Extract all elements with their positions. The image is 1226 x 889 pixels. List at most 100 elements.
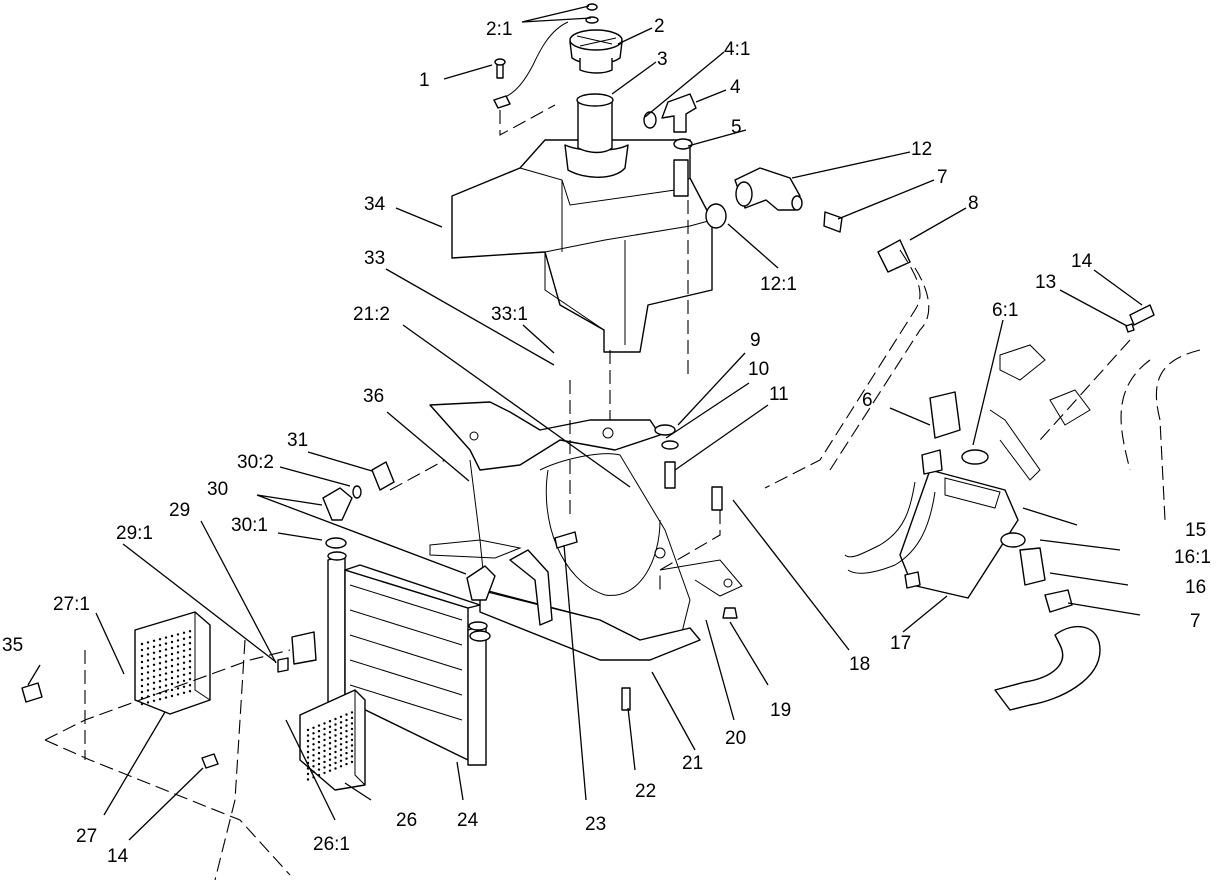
perforation-dot (164, 696, 168, 699)
perforation-dot (345, 724, 348, 727)
perforation-dot (306, 734, 310, 737)
perforation-pattern-26 (306, 711, 354, 781)
callout-30-2: 30:2 (237, 452, 274, 473)
engine-frame-outline (989, 304, 1201, 521)
perforation-dot (188, 672, 192, 675)
perforation-dot (158, 674, 162, 677)
perforation-dot (140, 648, 144, 652)
perforation-dot (334, 728, 337, 732)
mounting-bracket (429, 401, 743, 711)
perforation-dot (328, 742, 332, 745)
perforation-dot (164, 678, 168, 681)
perforation-dot (146, 689, 150, 692)
perforation-dot (350, 722, 354, 725)
perforation-dot (334, 745, 337, 748)
perforation-dot (146, 677, 150, 680)
perforation-dot (323, 771, 326, 775)
perforation-dot (152, 675, 156, 678)
perforation-dot (182, 667, 186, 670)
perforation-dot (170, 640, 174, 644)
perforation-dot (164, 684, 168, 687)
perforation-dot (334, 723, 337, 726)
perforation-dot (140, 696, 144, 700)
perforation-dot (328, 725, 332, 728)
perforation-dot (350, 749, 354, 753)
perforation-dot (188, 636, 192, 639)
callout-22: 22 (635, 781, 656, 802)
perforation-dot (158, 698, 162, 701)
callout-35: 35 (2, 635, 23, 656)
perforation-dot (323, 766, 326, 769)
perforation-dot (323, 738, 326, 742)
perforation-dot (158, 680, 162, 683)
perforation-dot (339, 743, 343, 746)
perforation-dot (317, 762, 321, 766)
frame-outline (21, 639, 291, 881)
perforation-dot (152, 699, 156, 702)
perforation-dot (158, 662, 162, 665)
perforation-dot (312, 726, 315, 729)
perforation-dot (312, 759, 315, 762)
perforation-dot (339, 721, 343, 724)
perforation-dot (152, 693, 156, 696)
callout-27-1: 27:1 (53, 594, 90, 615)
shield-27 (134, 611, 211, 715)
callout-33-1: 33:1 (491, 304, 528, 325)
perforation-dot (182, 655, 186, 658)
perforation-dot (182, 637, 186, 640)
perforation-dot (334, 750, 337, 754)
perforation-dot (158, 650, 162, 653)
callout-12-1: 12:1 (760, 274, 797, 295)
callout-14-lower: 14 (107, 846, 129, 867)
perforation-dot (152, 639, 156, 642)
perforation-dot (164, 654, 168, 657)
perforation-dot (146, 701, 150, 704)
perforation-dot (176, 681, 180, 684)
perforation-dot (345, 757, 348, 760)
callout-16: 16 (1185, 577, 1206, 598)
return-hose (844, 481, 1101, 711)
perforation-dot (152, 687, 156, 690)
perforation-dot (312, 732, 315, 735)
perforation-dot (323, 733, 326, 736)
perforation-dot (152, 657, 156, 660)
perforation-dot (164, 648, 168, 651)
perforation-dot (328, 764, 332, 767)
callout-33: 33 (364, 248, 385, 269)
perforation-dot (152, 663, 156, 666)
perforation-dot (170, 664, 174, 668)
perforation-dot (152, 681, 156, 684)
perforation-dot (345, 713, 348, 716)
perforation-dot (152, 651, 156, 654)
callout-31: 31 (287, 430, 308, 451)
callout-10: 10 (748, 359, 769, 380)
perforation-dot (188, 666, 192, 669)
elbow-fitting-12 (705, 167, 843, 233)
screw-1 (493, 58, 511, 109)
perforation-dot (306, 728, 310, 732)
callout-6: 6 (862, 390, 873, 411)
callout-7-upper: 7 (937, 167, 948, 188)
perforation-dot (323, 760, 326, 764)
perforation-dot (170, 670, 174, 674)
perforation-dot (176, 633, 180, 636)
callout-34: 34 (364, 194, 386, 215)
perforation-dot (306, 778, 310, 781)
perforation-dot (158, 644, 162, 647)
perforation-dot (317, 773, 321, 777)
perforation-dot (140, 690, 144, 694)
perforation-dot (334, 761, 337, 765)
perforation-dot (312, 748, 315, 751)
callout-4: 4 (730, 77, 741, 98)
perforation-dot (350, 711, 354, 714)
callout-26-1: 26:1 (313, 834, 350, 855)
perforation-dot (306, 756, 310, 759)
perforation-dot (339, 759, 343, 762)
perforation-dot (312, 770, 315, 773)
perforation-dot (164, 660, 168, 663)
perforation-dot (182, 679, 186, 682)
perforation-dot (345, 735, 348, 738)
perforation-dot (350, 733, 354, 736)
callout-9: 9 (750, 330, 761, 351)
perforation-dot (345, 718, 348, 722)
